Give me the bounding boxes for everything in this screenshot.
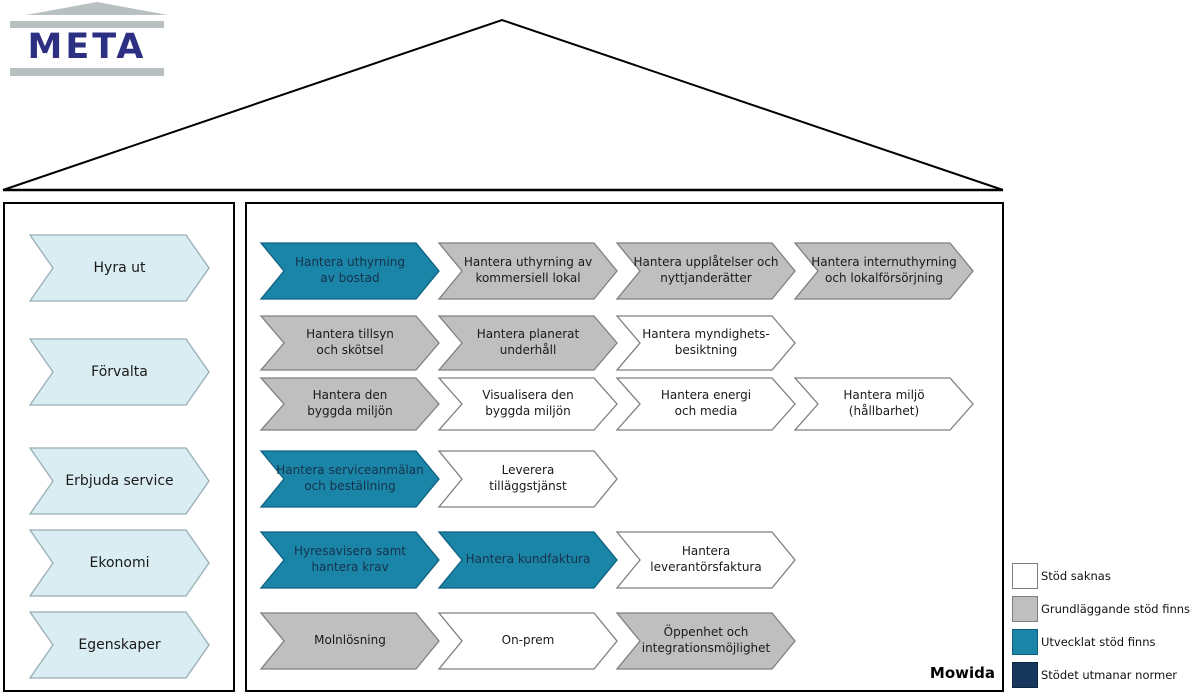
- chevron-shape: [259, 242, 440, 300]
- process-arrow: Hantera myndighets-besiktning: [615, 315, 796, 371]
- process-panel: [245, 202, 1004, 692]
- legend-item: Grundläggande stöd finns: [1012, 596, 1200, 622]
- legend-label: Grundläggande stöd finns: [1041, 602, 1191, 616]
- category-arrow: Egenskaper: [28, 611, 210, 679]
- chevron-shape: [437, 242, 618, 300]
- arrow-label: Hyra ut: [93, 259, 146, 276]
- chevron-shape: [615, 377, 796, 431]
- categories-panel: [3, 202, 235, 692]
- chevron-shape: [793, 242, 974, 300]
- legend-item: Stödet utmanar normer: [1012, 662, 1200, 688]
- legend-item: Utvecklat stöd finns: [1012, 629, 1200, 655]
- chevron-shape: [28, 447, 210, 515]
- category-arrow: Förvalta: [28, 338, 210, 406]
- chevron-shape: [259, 612, 440, 670]
- process-arrow: Molnlösning: [259, 612, 440, 670]
- logo-text: META: [27, 27, 147, 67]
- chevron-shape: [437, 612, 618, 670]
- chevron-shape: [28, 234, 210, 302]
- chevron-shape: [615, 531, 796, 589]
- chevron-shape: [437, 315, 618, 371]
- arrow-label: Förvalta: [91, 363, 148, 380]
- meta-logo: META: [0, 0, 180, 90]
- arrow-label: Hantera myndighets-besiktning: [642, 327, 770, 357]
- chevron-shape: [259, 531, 440, 589]
- process-arrow: On-prem: [437, 612, 618, 670]
- legend-swatch-basic: [1012, 596, 1038, 622]
- brand-label: Mowida: [929, 664, 995, 682]
- process-arrow: Hantera kundfaktura: [437, 531, 618, 589]
- chevron-shape: [437, 450, 618, 508]
- logo-bottom-bar: [10, 68, 164, 76]
- chevron-shape: [793, 377, 974, 431]
- chevron-shape: [437, 531, 618, 589]
- chevron-shape: [259, 315, 440, 371]
- roof-lines: [2, 18, 1004, 191]
- arrow-label: On-prem: [501, 633, 555, 648]
- arrow-label: Hantera miljö(hållbarhet): [843, 388, 925, 418]
- category-arrow: Ekonomi: [28, 529, 210, 597]
- chevron-shape: [28, 529, 210, 597]
- category-arrow: Erbjuda service: [28, 447, 210, 515]
- arrow-label: Molnlösning: [314, 633, 386, 648]
- arrow-label: Erbjuda service: [65, 472, 174, 489]
- arrow-label: Ekonomi: [89, 554, 150, 571]
- chevron-shape: [259, 450, 440, 508]
- arrow-label: Egenskaper: [78, 636, 161, 653]
- legend-swatch-developed: [1012, 629, 1038, 655]
- category-arrow: Hyra ut: [28, 234, 210, 302]
- arrow-label: Hantera kundfaktura: [465, 552, 591, 567]
- process-arrow: Hantera miljö(hållbarhet): [793, 377, 974, 431]
- legend-swatch-challenging: [1012, 662, 1038, 688]
- legend-label: Stödet utmanar normer: [1041, 668, 1178, 682]
- legend-label: Stöd saknas: [1041, 569, 1111, 583]
- chevron-shape: [437, 377, 618, 431]
- legend-item: Stöd saknas: [1012, 563, 1200, 589]
- chevron-shape: [259, 377, 440, 431]
- chevron-shape: [28, 338, 210, 406]
- logo-pediment-icon: [26, 2, 168, 15]
- legend-label: Utvecklat stöd finns: [1041, 635, 1156, 649]
- legend-swatch-none: [1012, 563, 1038, 589]
- chevron-shape: [615, 315, 796, 371]
- chevron-shape: [615, 242, 796, 300]
- logo-top-bar: [10, 21, 164, 28]
- chevron-shape: [28, 611, 210, 679]
- chevron-shape: [615, 612, 796, 670]
